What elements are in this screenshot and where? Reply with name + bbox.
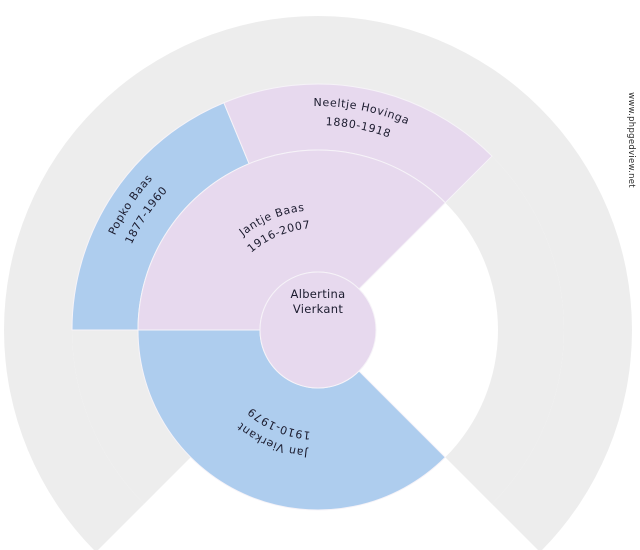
empty-ring-generation-4 — [4, 16, 632, 550]
sector-albertina-vierkant[interactable] — [259, 271, 377, 389]
empty-sector-generation-3-lower-right — [445, 156, 564, 504]
center-name-line-2: Vierkant — [293, 302, 344, 316]
empty-generations-group — [4, 16, 632, 550]
generation-2-group — [137, 149, 446, 511]
center-person-label: Albertina Vierkant — [291, 287, 346, 316]
empty-sector-generation-3-left — [72, 330, 191, 504]
watermark: www.phpgedview.net — [626, 92, 636, 188]
generation-1-group — [259, 271, 377, 389]
watermark-text: www.phpgedview.net — [626, 92, 636, 188]
center-name-line-1: Albertina — [291, 287, 346, 301]
